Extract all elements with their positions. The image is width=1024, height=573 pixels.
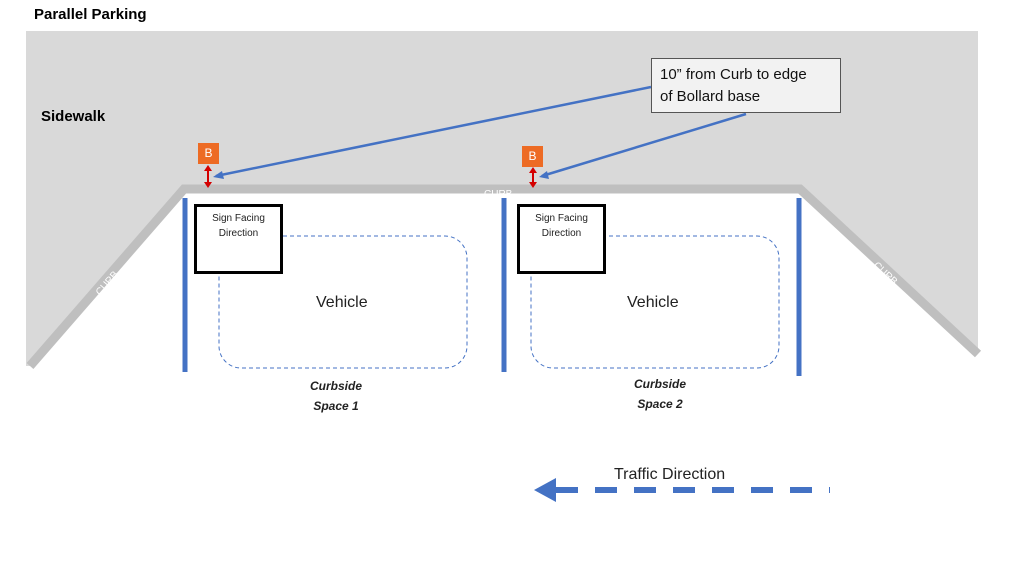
callout-arrowhead-1 [213,171,224,179]
callout-arrowhead-2 [539,171,549,179]
bollard-gap-arrow-1 [204,165,212,188]
vehicle-outline-1 [218,235,468,369]
space-label-2: Curbside Space 2 [633,377,686,411]
vehicle-label-1: Vehicle [316,294,368,311]
callout-leader-1 [215,85,652,178]
sign-facing-text-1: Sign Facing Direction [212,213,265,239]
curb-label-top: CURB [484,189,513,200]
bollard-marker-2: B [522,146,543,167]
callout-leader-2 [541,112,747,178]
sign-box-1: Sign Facing Direction [194,204,283,274]
distance-callout: 10” from Curb to edge of Bollard base [651,58,841,113]
sign-facing-text-2: Sign Facing Direction [535,213,588,239]
traffic-direction-arrowhead [534,478,556,502]
curb-line [26,184,982,369]
bollard-marker-1: B [198,143,219,164]
sidewalk-label: Sidewalk [41,108,106,125]
bollard-gap-arrow-2 [529,167,537,188]
space-label-1: Curbside Space 1 [309,379,362,413]
vehicle-outline-2 [530,235,780,369]
sign-box-2: Sign Facing Direction [517,204,606,274]
vehicle-label-2: Vehicle [627,294,679,311]
page-title: Parallel Parking [34,6,147,23]
traffic-direction-label: Traffic Direction [614,466,726,483]
